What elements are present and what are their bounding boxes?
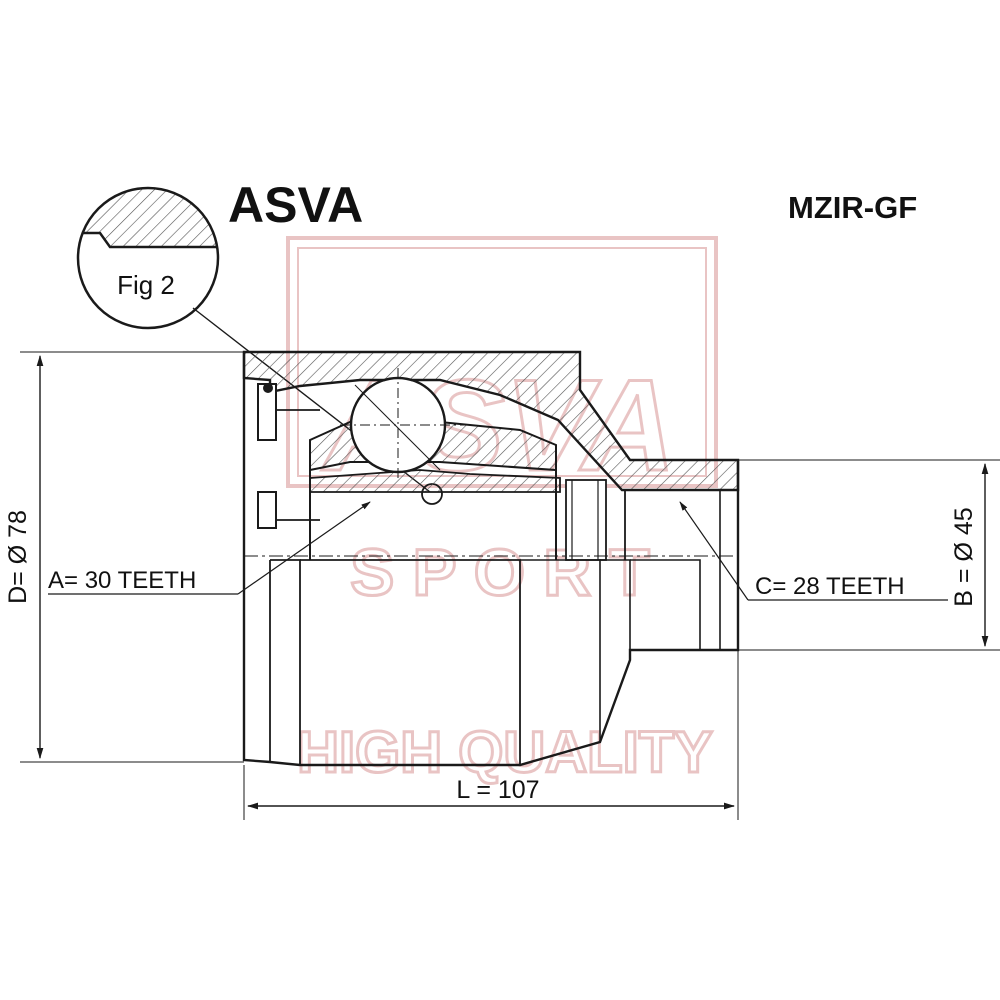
fig-label: Fig 2 [117, 270, 175, 300]
dimension-d: D= Ø 78 [4, 351, 244, 763]
l-label: L = 107 [456, 776, 539, 804]
ball-axis-diag [354, 384, 441, 471]
part-number: MZIR-GF [788, 190, 917, 225]
fig-circle-outline [76, 186, 220, 330]
watermark-quality: HIGH QUALITY [297, 720, 713, 785]
dimension-a: A= 30 TEETH [48, 501, 371, 595]
dimension-b: B = Ø 45 [738, 459, 1000, 651]
a-label: A= 30 TEETH [48, 567, 196, 594]
c-label: C= 28 TEETH [755, 573, 905, 600]
spline-ring [565, 479, 607, 561]
housing-outer-outline [242, 352, 740, 767]
dimension-l: L = 107 [243, 650, 739, 820]
housing-section [242, 350, 740, 561]
clip-pin [263, 383, 273, 393]
brand-logo: ASVA [228, 177, 363, 233]
housing-outline [242, 352, 740, 767]
retaining-clip-lower [257, 491, 277, 529]
dimension-c: C= 28 TEETH [679, 501, 948, 601]
watermark: ASVA S P O R T HIGH QUALITY [286, 236, 718, 787]
b-label: B = Ø 45 [950, 507, 978, 606]
d-label: D= Ø 78 [4, 510, 32, 604]
